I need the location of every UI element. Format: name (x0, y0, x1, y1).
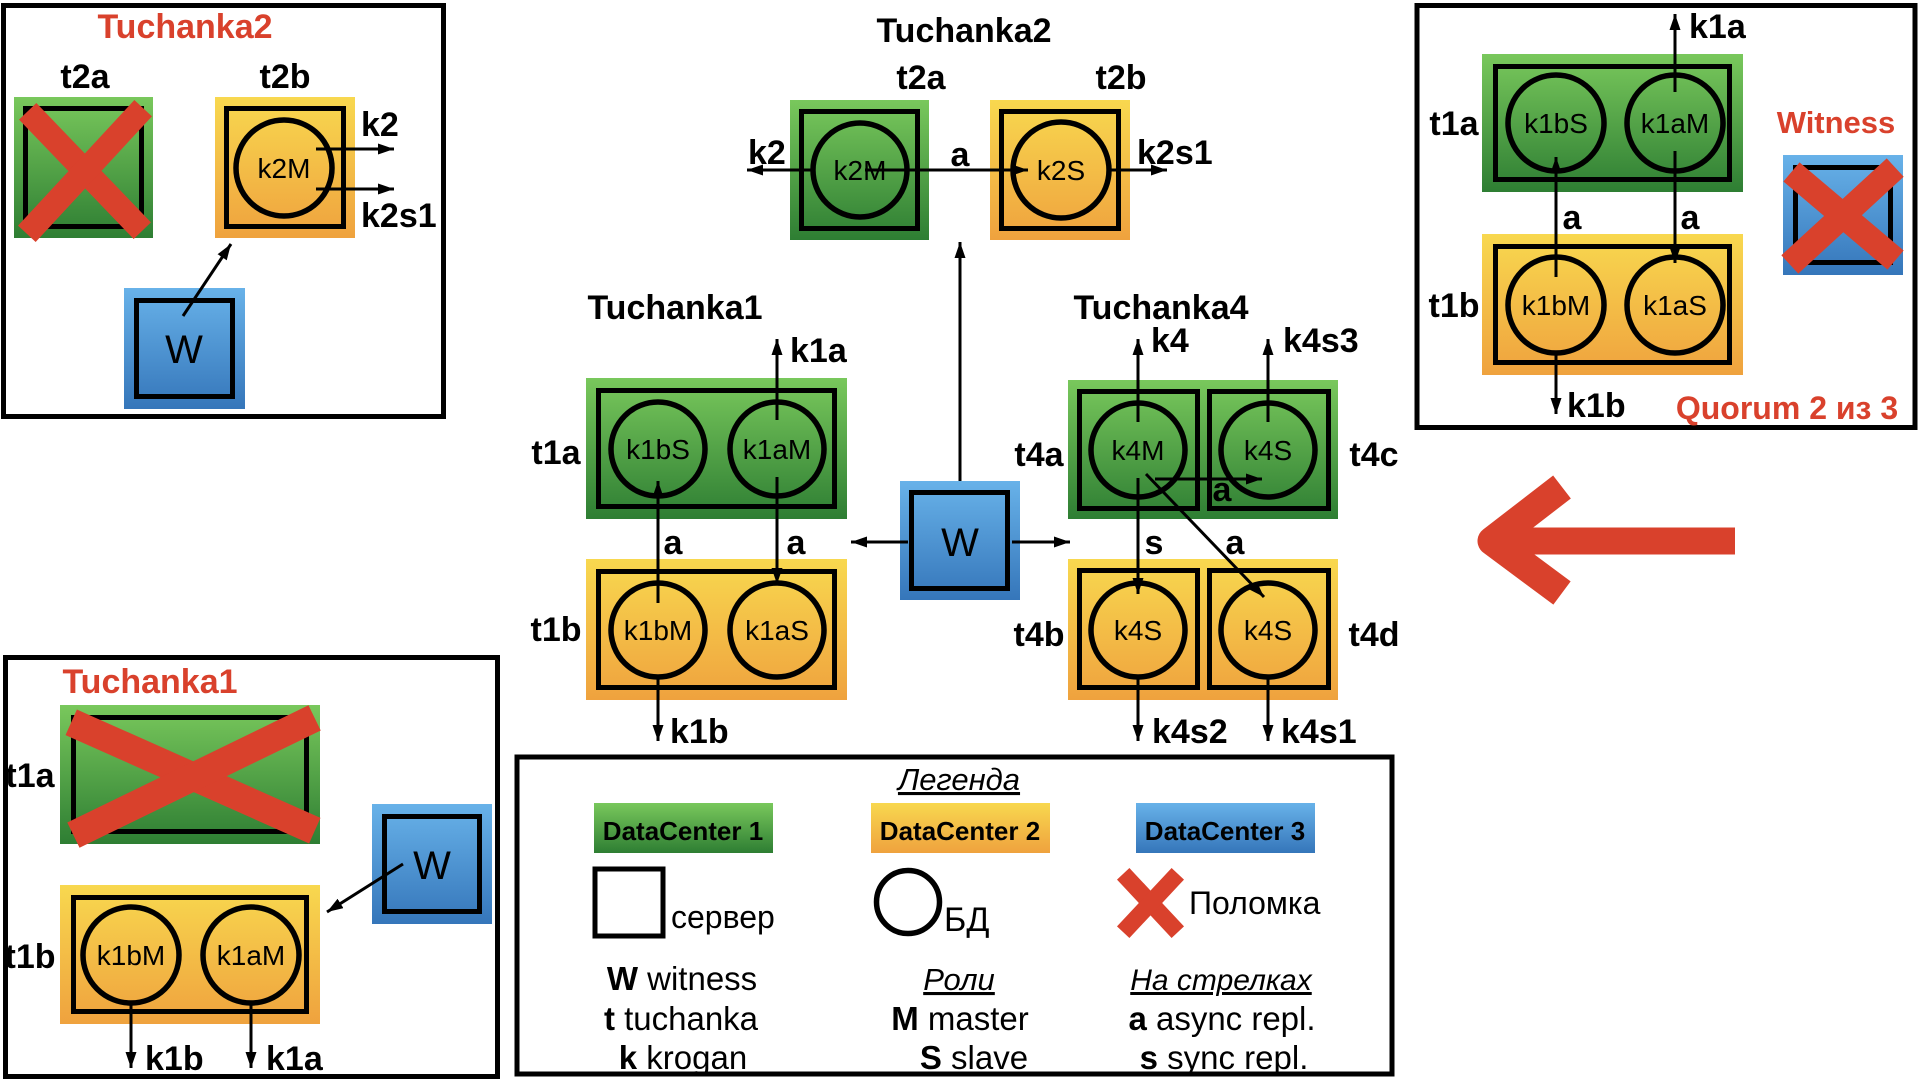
svg-text:W witness: W witness (607, 960, 757, 997)
svg-text:k2S: k2S (1037, 155, 1085, 186)
svg-text:W: W (941, 521, 979, 565)
svg-text:k1bM: k1bM (624, 615, 692, 646)
svg-text:k4S: k4S (1244, 615, 1292, 646)
svg-text:Роли: Роли (923, 962, 995, 997)
svg-text:k1bS: k1bS (1524, 108, 1588, 139)
svg-text:DataCenter 1: DataCenter 1 (603, 816, 763, 846)
svg-text:Поломка: Поломка (1189, 885, 1321, 921)
svg-text:k1aM: k1aM (1641, 108, 1709, 139)
svg-text:k4M: k4M (1112, 435, 1165, 466)
svg-text:Witness: Witness (1777, 105, 1896, 140)
svg-text:На стрелках: На стрелках (1130, 964, 1312, 997)
svg-text:t4d: t4d (1349, 616, 1400, 654)
svg-text:s sync repl.: s sync repl. (1140, 1039, 1309, 1076)
svg-text:W: W (165, 328, 203, 372)
svg-text:k krogan: k krogan (619, 1039, 747, 1076)
svg-text:k4: k4 (1151, 322, 1189, 360)
svg-text:k1a: k1a (266, 1040, 324, 1078)
svg-text:сервер: сервер (671, 899, 775, 935)
svg-text:t4a: t4a (1014, 436, 1064, 474)
svg-text:k1aM: k1aM (743, 434, 811, 465)
svg-text:k4s2: k4s2 (1152, 713, 1228, 751)
svg-text:a: a (951, 136, 971, 174)
svg-text:k1aM: k1aM (217, 940, 285, 971)
svg-text:Tuchanka2: Tuchanka2 (876, 12, 1051, 50)
svg-text:k4S: k4S (1244, 435, 1292, 466)
svg-text:DataCenter 3: DataCenter 3 (1145, 816, 1305, 846)
svg-text:k4s1: k4s1 (1281, 713, 1357, 751)
svg-text:k2M: k2M (258, 153, 311, 184)
svg-text:t1a: t1a (531, 434, 581, 472)
svg-text:DataCenter 2: DataCenter 2 (880, 816, 1040, 846)
svg-text:k4S: k4S (1114, 615, 1162, 646)
svg-text:t tuchanka: t tuchanka (604, 1000, 759, 1037)
svg-text:t1b: t1b (531, 611, 582, 649)
svg-text:s: s (1145, 524, 1164, 562)
svg-text:k1bM: k1bM (1522, 290, 1590, 321)
svg-text:t4b: t4b (1014, 616, 1065, 654)
svg-text:a: a (664, 524, 684, 562)
svg-text:k1a: k1a (790, 332, 848, 370)
svg-text:k2s1: k2s1 (361, 197, 437, 235)
svg-text:k1b: k1b (145, 1040, 204, 1078)
svg-text:S slave: S slave (920, 1039, 1028, 1076)
svg-text:Tuchanka1: Tuchanka1 (587, 289, 762, 327)
svg-text:a: a (787, 524, 807, 562)
svg-text:t2b: t2b (260, 58, 311, 96)
svg-text:k1aS: k1aS (745, 615, 809, 646)
svg-text:t1b: t1b (1429, 287, 1480, 325)
svg-text:Tuchanka4: Tuchanka4 (1073, 289, 1248, 327)
svg-text:W: W (413, 844, 451, 888)
svg-text:Quorum 2 из 3: Quorum 2 из 3 (1676, 390, 1898, 426)
svg-text:t2a: t2a (896, 59, 946, 97)
svg-text:t2a: t2a (60, 58, 110, 96)
svg-text:M master: M master (891, 1000, 1029, 1037)
svg-text:a: a (1681, 199, 1701, 237)
svg-text:a async repl.: a async repl. (1128, 1000, 1315, 1037)
svg-text:k1aS: k1aS (1643, 290, 1707, 321)
svg-text:БД: БД (944, 901, 989, 939)
svg-text:k1a: k1a (1689, 8, 1747, 46)
svg-text:t1a: t1a (1429, 105, 1479, 143)
svg-text:k2: k2 (361, 106, 399, 144)
svg-text:a: a (1226, 524, 1246, 562)
svg-text:Tuchanka2: Tuchanka2 (97, 8, 272, 46)
svg-text:k1bS: k1bS (626, 434, 690, 465)
svg-text:Легенда: Легенда (896, 762, 1020, 797)
svg-text:Tuchanka1: Tuchanka1 (62, 663, 237, 701)
svg-text:k4s3: k4s3 (1283, 322, 1359, 360)
svg-text:t1a: t1a (5, 757, 55, 795)
svg-text:k1b: k1b (670, 713, 729, 751)
svg-text:t4c: t4c (1349, 436, 1398, 474)
svg-text:t2b: t2b (1096, 59, 1147, 97)
svg-text:a: a (1563, 199, 1583, 237)
svg-text:k2s1: k2s1 (1137, 134, 1213, 172)
svg-text:k2M: k2M (834, 155, 887, 186)
svg-text:k2: k2 (748, 134, 786, 172)
svg-text:k1b: k1b (1567, 387, 1626, 425)
svg-text:k1bM: k1bM (97, 940, 165, 971)
svg-text:t1b: t1b (5, 938, 56, 976)
svg-text:a: a (1213, 471, 1233, 509)
